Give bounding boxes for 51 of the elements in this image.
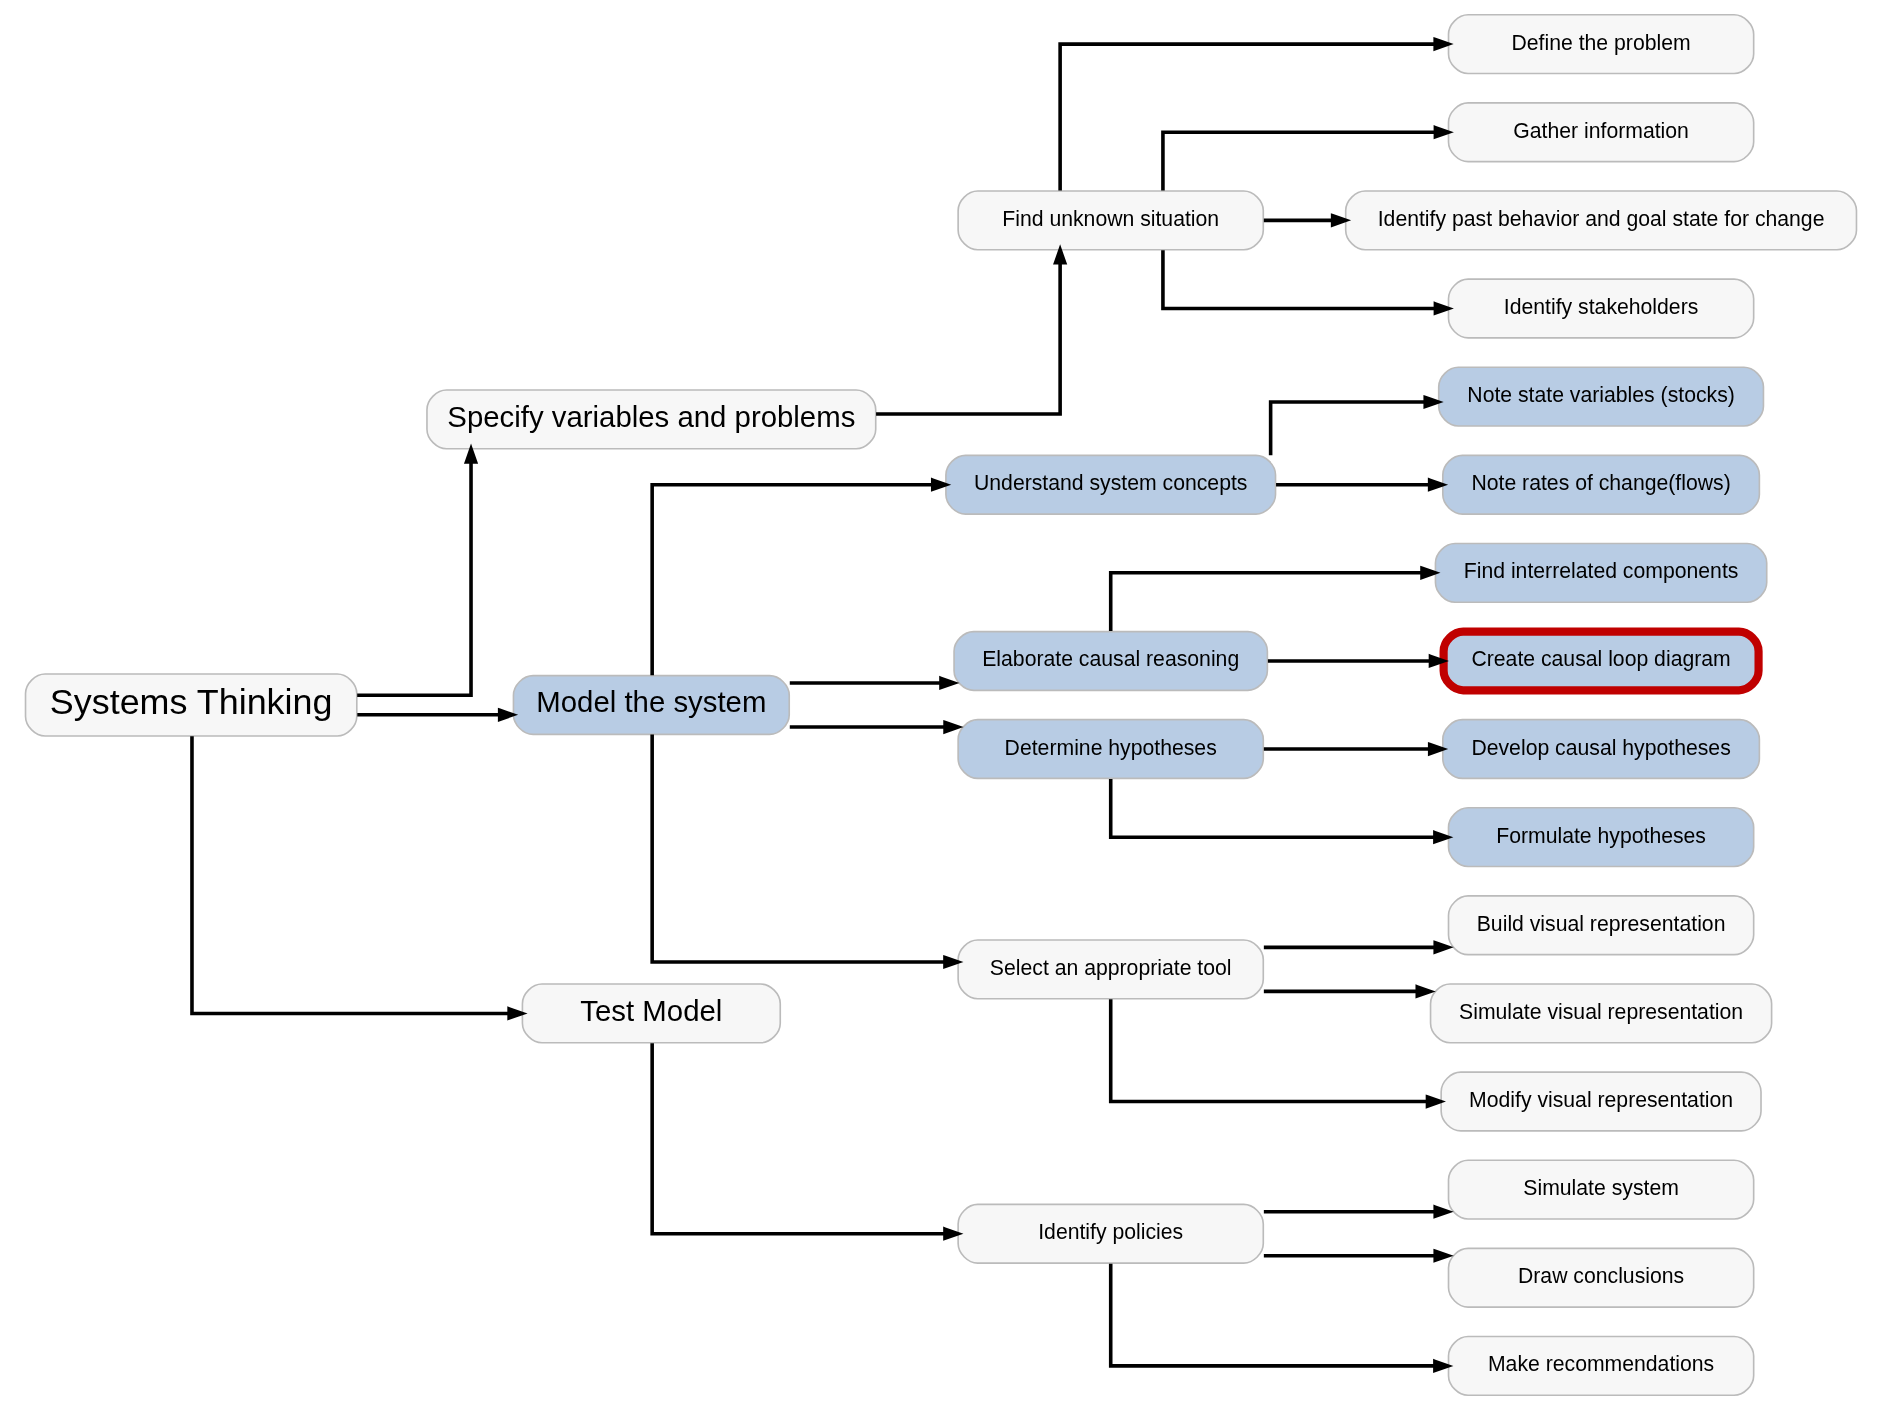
- node-box: Systems Thinking: [24, 673, 358, 737]
- node-box: Understand system concepts: [944, 454, 1276, 515]
- arrow: [1160, 125, 1454, 191]
- arrow: [649, 477, 951, 676]
- arrow: [1108, 778, 1453, 845]
- arrow: [1263, 1204, 1454, 1219]
- node-box: Identify policies: [956, 1203, 1264, 1264]
- node-box: Draw conclusions: [1447, 1247, 1754, 1308]
- node-box: Gather information: [1447, 102, 1754, 163]
- arrow: [1267, 653, 1449, 669]
- node-box: Create causal loop diagram: [1439, 627, 1763, 695]
- arrow: [1263, 940, 1454, 955]
- arrow: [1108, 999, 1446, 1109]
- node-box: Find unknown situation: [956, 190, 1264, 251]
- arrow: [1263, 1248, 1454, 1263]
- arrow: [1268, 394, 1444, 456]
- arrow: [1263, 984, 1436, 999]
- arrow: [649, 734, 963, 970]
- arrow: [789, 719, 964, 735]
- node-box: Develop causal hypotheses: [1441, 718, 1760, 780]
- node-box: Modify visual representation: [1439, 1071, 1762, 1132]
- arrow: [1108, 1263, 1453, 1373]
- arrow: [1263, 213, 1351, 228]
- arrow: [789, 675, 959, 691]
- arrow: [875, 244, 1067, 416]
- arrow: [1108, 565, 1440, 632]
- node-box: Simulate system: [1447, 1159, 1754, 1220]
- node-box: Find interrelated components: [1434, 542, 1768, 603]
- node-box: Specify variables and problems: [425, 389, 877, 450]
- arrow: [1057, 37, 1454, 191]
- node-box: Note state variables (stocks): [1437, 366, 1764, 427]
- arrow: [356, 707, 518, 722]
- node-box: Simulate visual representation: [1429, 983, 1772, 1044]
- node-box: Select an appropriate tool: [956, 939, 1264, 1000]
- node-box: Determine hypotheses: [956, 718, 1264, 780]
- node-box: Identify stakeholders: [1447, 278, 1754, 339]
- node-box: Model the system: [512, 674, 790, 736]
- arrow: [649, 1043, 963, 1241]
- arrow: [1263, 741, 1448, 757]
- arrow: [1275, 477, 1448, 492]
- arrow: [356, 443, 478, 697]
- node-box: Identify past behavior and goal state for change: [1344, 190, 1857, 251]
- node-box: Note rates of change(flows): [1441, 454, 1760, 515]
- node-box: Formulate hypotheses: [1447, 807, 1754, 868]
- node-box: Build visual representation: [1447, 895, 1754, 956]
- node-box: Elaborate causal reasoning: [952, 630, 1268, 692]
- node-box: Define the problem: [1447, 13, 1754, 75]
- arrow: [1160, 250, 1454, 316]
- node-box: Make recommendations: [1447, 1335, 1754, 1397]
- node-box: Test Model: [521, 983, 781, 1044]
- arrow: [189, 736, 528, 1021]
